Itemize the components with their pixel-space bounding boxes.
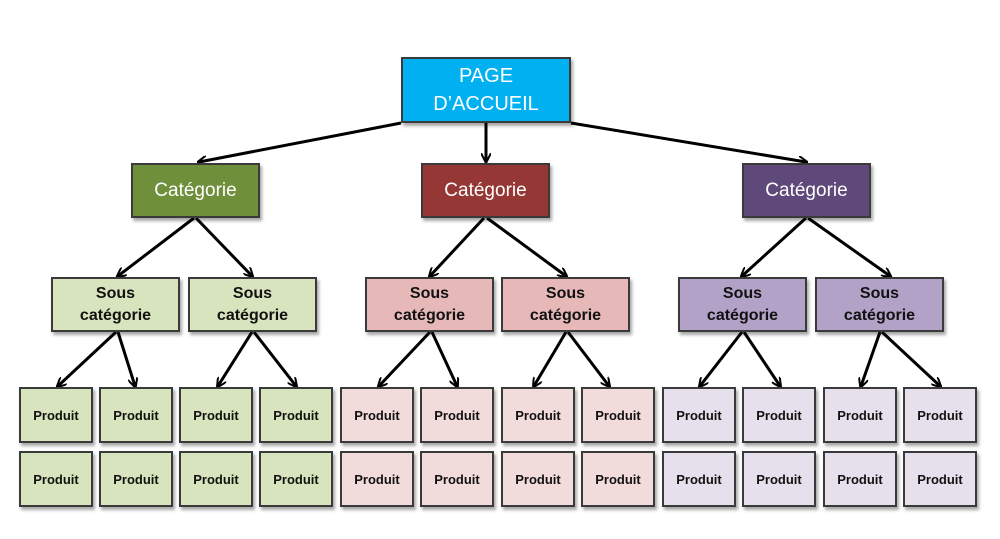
arrow-sub3-p5	[379, 330, 432, 386]
arrow-sub1-p2	[116, 331, 135, 386]
product-box: Produit	[742, 387, 816, 443]
product-box: Produit	[99, 451, 173, 507]
category-box-2: Catégorie	[421, 163, 550, 218]
subcategory-box-1: Sous catégorie	[51, 277, 180, 332]
category-box-3: Catégorie	[742, 163, 871, 218]
arrow-cat1-sub1	[118, 216, 195, 276]
arrow-sub6-p12	[880, 330, 940, 386]
subcategory-box-4: Sous catégorie	[501, 277, 630, 332]
product-box: Produit	[742, 451, 816, 507]
product-box: Produit	[19, 451, 93, 507]
arrow-sub5-p9	[700, 331, 744, 386]
product-box: Produit	[662, 387, 736, 443]
product-box: Produit	[259, 451, 333, 507]
product-box: Produit	[501, 451, 575, 507]
product-box: Produit	[420, 451, 494, 507]
arrow-sub2-p3	[218, 331, 254, 386]
product-box: Produit	[179, 387, 253, 443]
subcategory-box-3: Sous catégorie	[365, 277, 494, 332]
home-page-box: PAGE D’ACCUEIL	[401, 57, 571, 123]
arrow-cat1-sub2	[194, 216, 252, 276]
subcategory-box-5: Sous catégorie	[678, 277, 807, 332]
arrow-sub4-p8	[566, 331, 609, 386]
arrow-home-cat1	[199, 121, 402, 162]
product-box: Produit	[581, 387, 655, 443]
arrow-sub3-p6	[430, 331, 457, 386]
product-box: Produit	[19, 387, 93, 443]
arrow-cat3-sub6	[807, 216, 890, 276]
product-box: Produit	[903, 451, 977, 507]
category-box-1: Catégorie	[131, 163, 260, 218]
product-box: Produit	[581, 451, 655, 507]
product-box: Produit	[340, 451, 414, 507]
product-box: Produit	[823, 387, 897, 443]
arrow-cat2-sub4	[486, 216, 566, 276]
product-box: Produit	[340, 387, 414, 443]
arrow-cat3-sub5	[742, 216, 808, 276]
arrow-sub4-p7	[534, 331, 568, 386]
arrow-sub6-p11	[861, 331, 882, 386]
product-box: Produit	[501, 387, 575, 443]
product-box: Produit	[662, 451, 736, 507]
product-box: Produit	[823, 451, 897, 507]
product-box: Produit	[179, 451, 253, 507]
arrow-sub5-p10	[742, 331, 780, 386]
arrow-cat2-sub3	[430, 216, 486, 276]
subcategory-box-6: Sous catégorie	[815, 277, 944, 332]
arrow-sub1-p1	[58, 330, 118, 386]
product-box: Produit	[99, 387, 173, 443]
product-box: Produit	[420, 387, 494, 443]
arrow-home-cat3	[570, 121, 806, 162]
product-box: Produit	[903, 387, 977, 443]
arrow-sub2-p4	[252, 331, 296, 386]
subcategory-box-2: Sous catégorie	[188, 277, 317, 332]
product-box: Produit	[259, 387, 333, 443]
